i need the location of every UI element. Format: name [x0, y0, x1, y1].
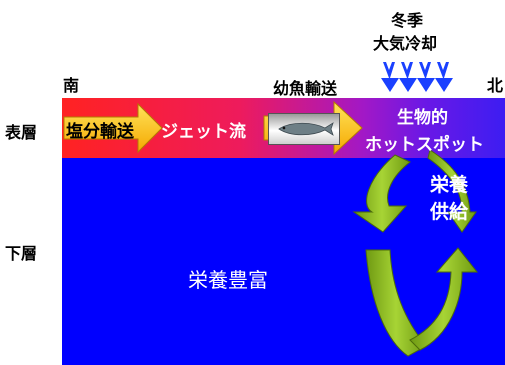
jet-stream-label: ジェット流 — [161, 122, 246, 142]
cooling-arrows — [381, 62, 453, 92]
circulation-lower-right-arrow — [409, 247, 479, 351]
lower-layer-label: 下層 — [5, 244, 38, 263]
down-arrow-icon — [435, 62, 453, 92]
circulation-down-arrow — [352, 154, 411, 233]
surface-layer-label: 表層 — [5, 123, 38, 142]
bio-hotspot-label-line2: ホットスポット — [365, 135, 484, 155]
salt-transport-label: 塩分輸送 — [66, 122, 134, 142]
down-arrow-icon — [399, 62, 417, 92]
nutrient-supply-label-line2: 供給 — [430, 201, 469, 223]
down-arrow-icon — [381, 62, 399, 92]
circulation-up-arrow — [427, 149, 477, 233]
bio-hotspot-label-line1: 生物的 — [397, 108, 448, 128]
atmospheric-cooling-label: 大気冷却 — [373, 34, 438, 53]
nutrient-rich-label: 栄養豊富 — [188, 268, 268, 292]
down-arrow-icon — [417, 62, 435, 92]
north-label: 北 — [487, 76, 504, 95]
fish-box — [268, 113, 340, 145]
fish-icon — [278, 122, 334, 136]
larval-transport-label: 幼魚輸送 — [273, 79, 338, 98]
salt-transport-arrow — [63, 102, 163, 154]
winter-label: 冬季 — [391, 11, 424, 30]
nutrient-supply-label-line1: 栄養 — [430, 174, 469, 196]
south-label: 南 — [63, 76, 80, 95]
